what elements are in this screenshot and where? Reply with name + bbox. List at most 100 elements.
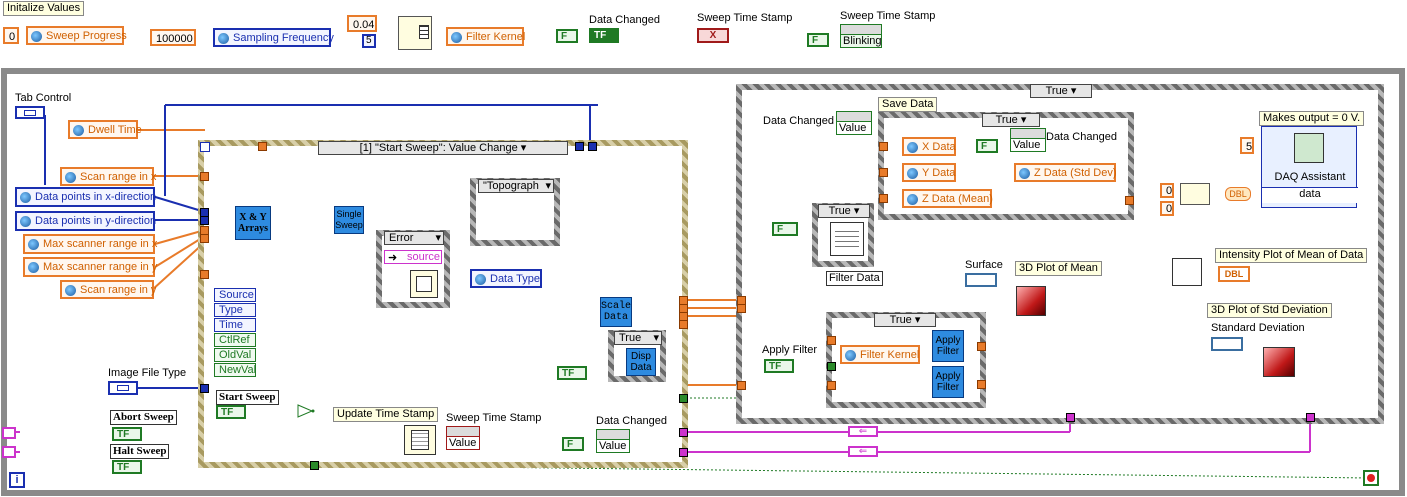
data-changed-value-property[interactable]: Value (596, 429, 630, 453)
data-changed-value-r1[interactable]: Value (836, 111, 872, 135)
image-file-type-terminal[interactable] (108, 381, 138, 395)
time-stamp-node[interactable] (404, 425, 436, 455)
event-row-time[interactable]: Time (214, 318, 256, 332)
false-constant-3[interactable]: F (562, 437, 584, 451)
single-sweep-subvi[interactable]: Single Sweep (334, 206, 364, 234)
shift-register-left-1[interactable] (2, 427, 16, 439)
halt-sweep-label: Halt Sweep (110, 444, 170, 459)
filter-kernel-local[interactable]: Filter Kernel (446, 27, 525, 46)
chevron-down-icon[interactable]: ▾ (1070, 85, 1077, 97)
disp-data-subvi[interactable]: Disp Data (626, 348, 656, 376)
z-mean-local[interactable]: Z Data (Mean) (902, 189, 993, 208)
false-constant[interactable]: F (556, 29, 578, 43)
sweep-ts-value-property[interactable]: Value (446, 426, 480, 450)
y-data-local[interactable]: Y Data (902, 163, 956, 182)
save-case-selector[interactable]: True ▾ (982, 113, 1040, 127)
error-selector-label: Error (389, 232, 414, 244)
disp-data-case-selector[interactable]: True ▾ (614, 331, 662, 345)
data-points-x-local[interactable]: Data points in x-direction (15, 187, 156, 207)
true-constant-disp[interactable]: TF (557, 366, 587, 380)
zero-constant-b[interactable]: 0 (1160, 201, 1174, 216)
surface-terminal[interactable] (965, 273, 997, 287)
feedback-node-2[interactable]: ⇐ (848, 446, 878, 457)
dwell-time-local[interactable]: Dwell Time (68, 120, 142, 139)
halt-sweep-terminal[interactable]: TF (112, 460, 142, 474)
false-constant-4[interactable]: F (976, 139, 998, 153)
kernel-constant-b[interactable]: 5 (362, 34, 376, 48)
chevron-down-icon[interactable]: ▾ (545, 180, 551, 192)
event-row-oldval[interactable]: OldVal (214, 348, 256, 362)
chevron-down-icon[interactable]: ▾ (853, 205, 860, 217)
data-changed-local[interactable]: TF (589, 28, 619, 43)
chevron-down-icon[interactable]: ▾ (914, 314, 921, 326)
chevron-down-icon[interactable]: ▾ (435, 232, 441, 244)
build-array-node[interactable] (398, 16, 432, 50)
shift-register-left-2[interactable] (2, 446, 16, 458)
event-timeout-terminal[interactable] (200, 142, 210, 152)
topograph-case-selector[interactable]: "Topograph ▾ (478, 179, 554, 193)
sweep-progress-local[interactable]: Sweep Progress (26, 26, 127, 45)
event-row-type[interactable]: Type (214, 303, 256, 317)
event-row-source[interactable]: Source (214, 288, 256, 302)
sweep-time-stamp-local[interactable]: X (697, 28, 729, 43)
sampling-frequency-local[interactable]: Sampling Frequency (213, 28, 334, 47)
scale-data-subvi[interactable]: Scale Data (600, 297, 632, 327)
not-gate-node[interactable] (297, 404, 315, 418)
to-dbl-node[interactable]: DBL (1225, 187, 1251, 201)
right-case-selector[interactable]: True ▾ (1030, 84, 1092, 98)
false-constant-2[interactable]: F (807, 33, 829, 47)
chevron-down-icon[interactable]: ▾ (1020, 114, 1027, 126)
scan-range-y-local[interactable]: Scan range in y (60, 280, 156, 299)
sampling-constant[interactable]: 100000 (150, 29, 196, 46)
z-std-local[interactable]: Z Data (Std Dev) (1014, 163, 1117, 182)
tab-control-terminal[interactable] (15, 106, 45, 119)
filter-case-selector[interactable]: True ▾ (818, 204, 870, 218)
plot-3d-std-icon[interactable] (1263, 347, 1295, 377)
standard-deviation-terminal[interactable] (1211, 337, 1243, 351)
globe-icon (31, 31, 42, 42)
zero-constant-a[interactable]: 0 (1160, 183, 1174, 198)
apply-filter-subvi-1[interactable]: Apply Filter (932, 330, 964, 362)
matrix-node[interactable] (1172, 258, 1202, 286)
x-data-local[interactable]: X Data (902, 137, 956, 156)
chevron-down-icon[interactable]: ▾ (520, 142, 527, 154)
plot-3d-mean-icon[interactable] (1016, 286, 1046, 316)
apply-filter-terminal[interactable]: TF (764, 359, 794, 373)
tunnel (200, 270, 209, 279)
intensity-plot-terminal[interactable]: DBL (1218, 266, 1250, 282)
tunnel (827, 336, 836, 345)
apply-case-selector[interactable]: True ▾ (874, 313, 936, 327)
kernel-constant-a[interactable]: 0.04 (347, 15, 377, 32)
event-row-newval[interactable]: NewVal (214, 363, 256, 377)
property-node-header (447, 427, 479, 437)
abort-sweep-terminal[interactable]: TF (112, 427, 142, 441)
feedback-node-1[interactable]: ⇐ (848, 426, 878, 437)
max-range-y-local[interactable]: Max scanner range in y (23, 257, 157, 277)
loop-condition-terminal[interactable] (1363, 470, 1379, 486)
five-constant[interactable]: 5 (1240, 137, 1254, 154)
scan-range-x-local[interactable]: Scan range in x (60, 167, 156, 186)
event-case-selector[interactable]: [1] "Start Sweep": Value Change ▾ (318, 141, 568, 155)
zero-constant[interactable]: 0 (3, 27, 19, 44)
apply-filter-subvi-2[interactable]: Apply Filter (932, 366, 964, 398)
data-type-local[interactable]: Data Type (470, 269, 542, 288)
daq-assistant-node[interactable]: DAQ Assistant data (1261, 126, 1358, 208)
blinking-property-node[interactable]: Blinking (840, 24, 882, 48)
max-range-x-local[interactable]: Max scanner range in x (23, 234, 157, 254)
xy-arrays-subvi[interactable]: X & Y Arrays (235, 206, 271, 240)
build-array-node-2[interactable] (1180, 183, 1210, 205)
error-case-selector[interactable]: Error ▾ (384, 231, 444, 245)
write-file-node[interactable] (830, 222, 864, 256)
filter-kernel-local-2[interactable]: Filter Kernel (840, 345, 920, 364)
unbundle-source-node[interactable]: ➜ source (384, 250, 442, 264)
start-sweep-terminal[interactable]: TF (216, 405, 246, 419)
event-row-ctlref[interactable]: CtlRef (214, 333, 256, 347)
globe-icon (28, 239, 39, 250)
chevron-down-icon[interactable]: ▾ (653, 332, 659, 344)
data-changed-value-r2[interactable]: Value (1010, 128, 1046, 152)
globe-icon (28, 262, 39, 273)
data-points-y-local[interactable]: Data points in y-direction (15, 211, 156, 231)
false-constant-5[interactable]: F (772, 222, 798, 236)
disp-true-label: True (619, 332, 642, 344)
dialog-node[interactable] (410, 270, 438, 298)
